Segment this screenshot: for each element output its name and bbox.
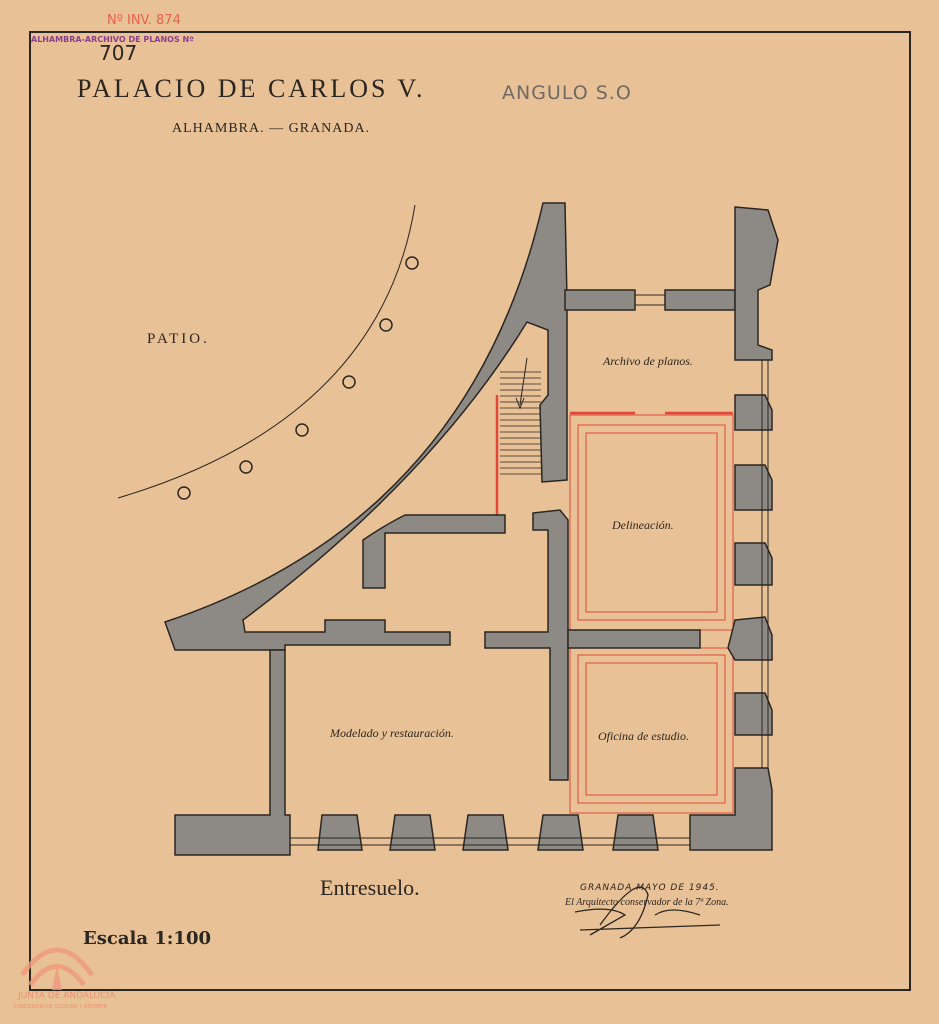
stair-arrow: [519, 357, 528, 406]
floor-label: Entresuelo.: [320, 875, 420, 900]
signature-date: GRANADA MAYO DE 1945.: [580, 883, 720, 893]
archive-stamp: ALHAMBRA-ARCHIVO DE PLANOS Nº: [31, 35, 194, 44]
junta-logo: [19, 947, 95, 990]
room-archivo: Archivo de planos.: [603, 354, 693, 368]
plan-number: 707: [99, 41, 138, 65]
patio-label: PATIO.: [147, 331, 210, 347]
window-lines: [290, 294, 769, 846]
angle-annotation: ANGULO S.O: [502, 82, 632, 104]
signature: [574, 886, 721, 939]
watermark-dept: CONSEJERÍA DE CULTURA Y DEPORTE: [14, 1004, 107, 1010]
scale-label: Escala 1:100: [83, 928, 211, 949]
watermark-name: JUNTA DE ANDALUCIA: [18, 991, 116, 1001]
patio-arc: [117, 204, 416, 499]
staircase: [500, 371, 541, 475]
drawing-border: [29, 31, 911, 991]
arrow-head-icon: [515, 397, 525, 410]
page-title: PALACIO DE CARLOS V.: [77, 74, 426, 103]
walls: [164, 202, 779, 856]
patio-columns: [177, 256, 419, 500]
signature-role: El Arquitecto conservador de la 7ª Zona.: [565, 897, 729, 908]
room-frames: [495, 395, 734, 814]
subtitle: ALHAMBRA. — GRANADA.: [172, 121, 371, 136]
room-oficina: Oficina de estudio.: [598, 729, 689, 743]
inventory-number: Nº INV. 874: [107, 13, 181, 28]
room-delineacion: Delineación.: [612, 518, 674, 532]
room-modelado: Modelado y restauración.: [330, 726, 454, 740]
